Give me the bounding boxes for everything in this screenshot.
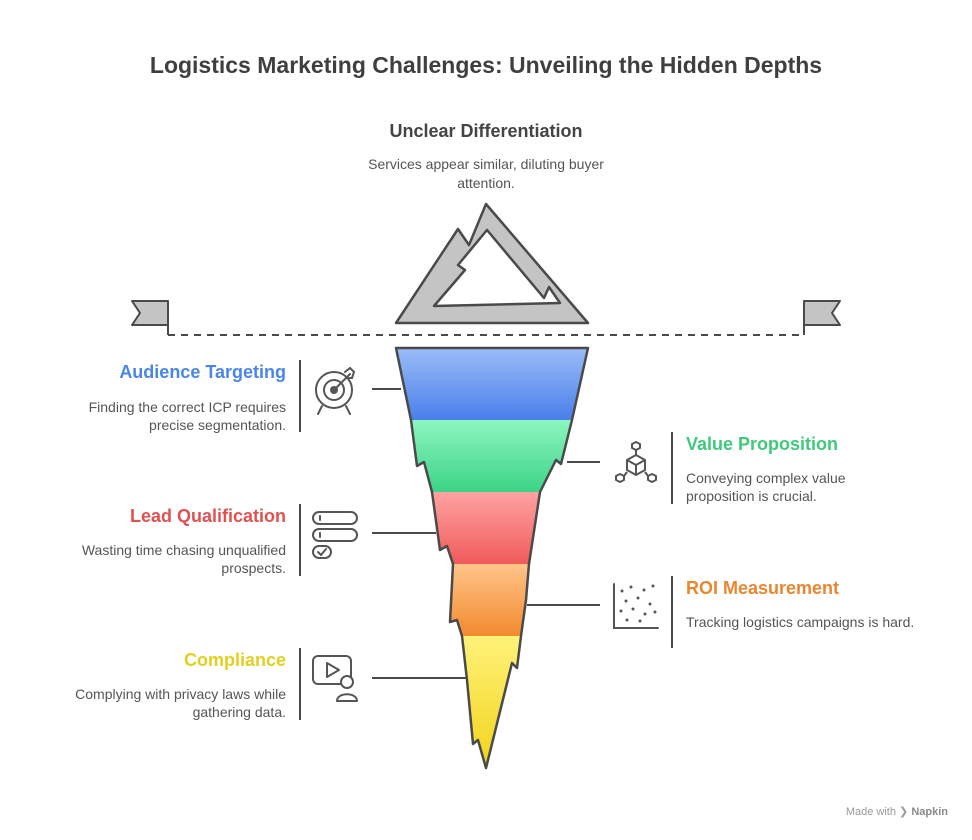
compliance-label: Compliance — [183, 650, 286, 670]
audience-targeting-label: Audience Targeting — [119, 362, 286, 382]
iceberg-layers — [394, 346, 590, 770]
left-flag-icon — [131, 300, 169, 326]
checklist-icon — [312, 511, 358, 559]
mountain-peak-icon — [394, 202, 590, 325]
network-cube-icon — [615, 441, 657, 483]
peak-description: Services appear similar, diluting buyer … — [368, 156, 604, 191]
lead-qualification-description: Wasting time chasing unqualified prospec… — [81, 542, 286, 576]
scatter-plot-icon — [613, 583, 659, 629]
peak-label: Unclear Differentiation — [389, 121, 583, 141]
audience-targeting-description: Finding the correct ICP requires precise… — [88, 399, 286, 433]
roi-measurement-description: Tracking logistics campaigns is hard. — [686, 614, 915, 630]
video-user-icon — [312, 655, 358, 702]
layer-value-proposition — [411, 420, 572, 492]
footer-credit: Made with ❯ Napkin — [846, 805, 948, 818]
connectors — [299, 360, 673, 720]
napkin-logo-icon: ❯ — [899, 806, 909, 818]
layer-audience-targeting — [396, 348, 588, 420]
layer-compliance — [462, 636, 521, 768]
roi-measurement-label: ROI Measurement — [686, 578, 840, 598]
layer-lead-qualification — [432, 492, 540, 564]
right-flag-icon — [803, 300, 841, 326]
lead-qualification-label: Lead Qualification — [129, 506, 286, 526]
target-icon — [315, 366, 356, 415]
value-proposition-description: Conveying complex value proposition is c… — [686, 470, 846, 504]
value-proposition-label: Value Proposition — [686, 434, 839, 454]
compliance-description: Complying with privacy laws while gather… — [75, 686, 286, 720]
layer-roi-measurement — [450, 564, 529, 636]
footer-prefix: Made with — [845, 806, 896, 818]
page-title: Logistics Marketing Challenges: Unveilin… — [149, 52, 823, 78]
footer-brand: Napkin — [911, 806, 948, 818]
